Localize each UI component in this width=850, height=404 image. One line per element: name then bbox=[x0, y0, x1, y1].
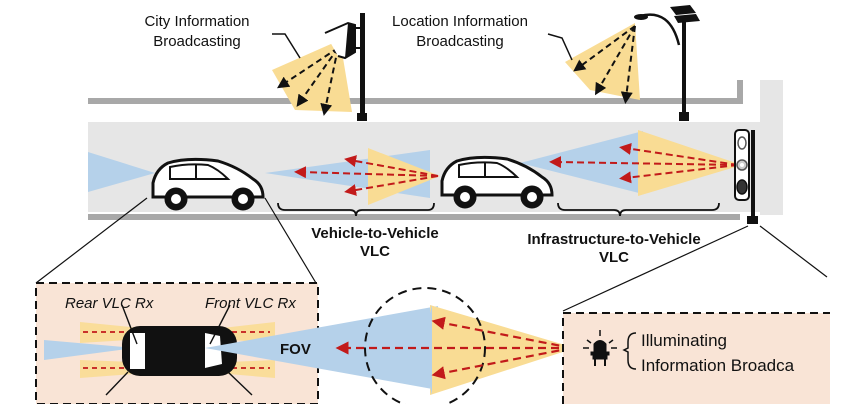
location-info-line2: Broadcasting bbox=[416, 33, 504, 50]
street-lamp-icon bbox=[565, 5, 700, 121]
crop-mask bbox=[830, 310, 850, 404]
location-light-cone bbox=[565, 23, 640, 100]
road-corner-edge bbox=[737, 80, 743, 104]
beacon-light-cone bbox=[430, 305, 575, 395]
v2v-brace bbox=[277, 202, 435, 217]
illuminating-label: Illuminating bbox=[641, 331, 727, 350]
car-side-icon bbox=[440, 155, 554, 209]
cross-road bbox=[760, 80, 783, 215]
traffic-light-icon bbox=[734, 129, 758, 224]
city-info-line2: Broadcasting bbox=[153, 33, 241, 50]
location-info-label: Location Information Broadcasting bbox=[392, 13, 573, 61]
fov-cone bbox=[205, 306, 438, 390]
i2v-signal-arrows bbox=[549, 142, 739, 184]
curly-brace bbox=[622, 332, 637, 370]
front-vlc-rx-label: Front VLC Rx bbox=[205, 295, 296, 312]
beacon-light-icon bbox=[583, 330, 617, 366]
rear-vlc-rx-label: Rear VLC Rx bbox=[65, 295, 154, 312]
bottom-signal-arrows bbox=[335, 316, 573, 380]
info-broadcast-label: Information Broadca bbox=[641, 356, 795, 375]
v2v-sublabel: VLC bbox=[360, 243, 390, 260]
solar-panel-icon bbox=[670, 5, 700, 23]
road-bottom-edge bbox=[88, 214, 740, 220]
i2v-brace bbox=[557, 202, 720, 217]
location-info-line1: Location Information bbox=[392, 13, 528, 30]
v2v-light-cone bbox=[368, 148, 440, 205]
fov-label: FOV bbox=[280, 341, 311, 358]
i2v-label: Infrastructure-to-Vehicle bbox=[527, 231, 700, 248]
v2v-label: Vehicle-to-Vehicle bbox=[311, 225, 439, 242]
v2v-signal-arrows bbox=[294, 155, 439, 196]
car-side-icon bbox=[151, 157, 265, 211]
beacon-inset: Illuminating Information Broadca bbox=[562, 312, 850, 404]
car-top-icon bbox=[122, 326, 237, 376]
zoom-callout-lines bbox=[35, 197, 828, 312]
rear-fov-cone bbox=[88, 152, 155, 192]
i2v-light-cone bbox=[638, 130, 742, 196]
road-top-edge bbox=[88, 98, 738, 104]
i2v-sublabel: VLC bbox=[599, 249, 629, 266]
coverage-circle bbox=[364, 287, 486, 404]
city-info-label: City Information Broadcasting bbox=[144, 13, 301, 59]
city-info-line1: City Information bbox=[144, 13, 249, 30]
billboard-icon bbox=[272, 13, 367, 121]
